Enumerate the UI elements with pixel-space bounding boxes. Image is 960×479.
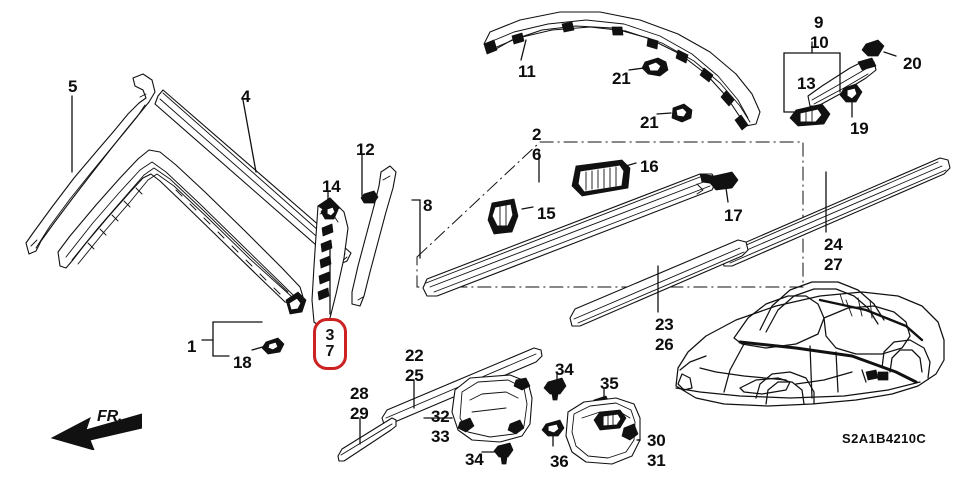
callout-22: 22: [405, 346, 424, 365]
part-12-screw: [360, 190, 379, 204]
callout-24: 24: [824, 235, 843, 254]
leader-20: [883, 51, 897, 57]
part-30-31-handle: [565, 397, 641, 465]
part-1-weatherstrip-frame: [57, 149, 307, 315]
callout-8: 8: [423, 196, 433, 215]
part-28-29-strip: [337, 417, 397, 462]
part-14-clip: [320, 201, 339, 220]
callout-34: 34: [465, 450, 484, 469]
fr-arrow-icon: [50, 413, 143, 451]
leader-15: [521, 206, 534, 210]
highlight-bottom-number: 7: [325, 343, 335, 360]
direction-arrow: [46, 410, 143, 451]
callout-10: 10: [810, 33, 829, 52]
callout-28: 28: [350, 384, 369, 403]
callout-4: 4: [241, 87, 251, 106]
callout-12: 12: [356, 140, 375, 159]
callout-9: 9: [814, 13, 824, 32]
callout-1: 1: [187, 337, 197, 356]
leader-4: [242, 99, 257, 173]
part-21-clip-a: [641, 57, 669, 77]
part-34-screw-a: [543, 377, 567, 401]
highlight-top-number: 3: [325, 327, 335, 344]
callout-36: 36: [550, 452, 569, 471]
callout-2: 2: [532, 125, 542, 144]
part-34-screw-b: [493, 442, 514, 465]
leader-11: [520, 39, 527, 61]
part-code: S2A1B4210C: [842, 431, 927, 446]
callout-15: 15: [537, 204, 556, 223]
callout-29: 29: [350, 404, 369, 423]
callout-17: 17: [724, 206, 743, 225]
callout-34: 34: [555, 360, 574, 379]
part-17-clip: [709, 171, 739, 191]
leader-21a: [628, 67, 645, 71]
callout-19: 19: [850, 119, 869, 138]
part-13-rail: [807, 57, 877, 107]
callout-32: 32: [431, 407, 450, 426]
part-4-molding: [154, 89, 352, 265]
part-36-clip: [541, 419, 565, 447]
bracket-9-10-13: [783, 41, 841, 113]
callout-35: 35: [600, 374, 619, 393]
highlight-3-7: 3 7: [313, 318, 347, 370]
callout-31: 31: [647, 451, 666, 470]
callout-25: 25: [405, 366, 424, 385]
callout-6: 6: [532, 145, 542, 164]
leader-16: [625, 162, 637, 167]
part-15-clip: [487, 198, 519, 235]
part-11-roof-rail: [483, 11, 761, 131]
callout-21: 21: [640, 113, 659, 132]
bracket-1: [201, 321, 267, 357]
leader-17: [725, 187, 729, 203]
part-32-33-bracket: [451, 374, 533, 443]
callout-33: 33: [431, 427, 450, 446]
part-24-27-molding: [721, 157, 951, 267]
callout-14: 14: [322, 177, 341, 196]
callout-21: 21: [612, 69, 631, 88]
part-12-garnish: [351, 165, 397, 307]
callout-26: 26: [655, 335, 674, 354]
part-20-screw: [861, 39, 885, 57]
part-16-connector: [571, 159, 631, 197]
enclosure-box-2-6: [416, 141, 804, 288]
part-19-fastener: [839, 83, 863, 117]
callout-20: 20: [903, 54, 922, 73]
leader-21b: [656, 112, 672, 115]
part-5-molding: [25, 73, 156, 255]
callout-13: 13: [797, 74, 816, 93]
part-23-26-molding: [569, 239, 749, 327]
callout-18: 18: [233, 353, 252, 372]
part-21-clip-b: [671, 103, 693, 123]
car-illustration: [675, 281, 945, 407]
part-18-clip: [261, 337, 285, 355]
callout-16: 16: [640, 157, 659, 176]
callout-27: 27: [824, 255, 843, 274]
callout-23: 23: [655, 315, 674, 334]
callout-30: 30: [647, 431, 666, 450]
callout-5: 5: [68, 77, 78, 96]
callout-11: 11: [518, 62, 536, 81]
part-2-6-weatherstrip: [422, 173, 717, 297]
fr-label: FR.: [97, 408, 123, 425]
part-13-clip: [789, 103, 831, 127]
